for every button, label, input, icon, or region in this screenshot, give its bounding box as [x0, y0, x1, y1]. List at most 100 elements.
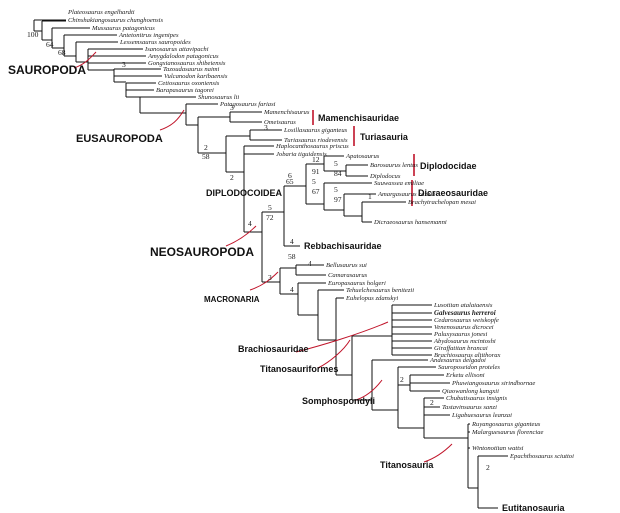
family-label-dicraeosauridae: Dicraeosauridae [418, 188, 488, 198]
support-value: 5 [334, 159, 338, 168]
support-value: 3 [264, 123, 268, 132]
taxon-label: Brachiosaurus altithorax [434, 352, 501, 359]
taxon-label: Ruyangosaurus giganteus [471, 421, 541, 428]
support-value: 5 [312, 177, 316, 186]
support-value: 3 [268, 273, 272, 282]
family-labels: Mamenchisauridae Turiasauria Diplodocida… [304, 113, 566, 513]
taxon-label: Amygdalodon patagonicus [147, 53, 219, 60]
taxon-label: Brachytrachelopan mesai [408, 199, 476, 206]
taxon-label: Chinshakiangosaurus chunghoensis [68, 17, 163, 24]
support-value: 4 [290, 237, 294, 246]
clade-label-neosauropoda: NEOSAUROPODA [150, 245, 254, 259]
family-label-diplodocidae: Diplodocidae [420, 161, 477, 171]
support-value: 91 [312, 167, 320, 176]
clade-label-brachiosauridae: Brachiosauridae [238, 344, 309, 354]
taxon-label: Camarasaurus [328, 272, 368, 279]
taxon-label: Cetiosaurus oxoniensis [158, 80, 220, 87]
taxon-label: Europasaurus holgeri [327, 280, 386, 287]
taxon-label: Antetonitrus ingenipes [118, 32, 179, 39]
support-value: 100 [27, 30, 39, 39]
taxon-label: Gongxianosaurus shibeiensis [148, 60, 226, 67]
taxon-label: Losillasaurus giganteus [283, 127, 348, 134]
taxon-label: Omeisaurus [264, 119, 296, 126]
clade-label-eusauropoda: EUSAUROPODA [76, 133, 163, 145]
taxon-label: Euhelopus zdanskyi [345, 295, 398, 302]
taxon-label: Tastavinsaurus sanzi [442, 404, 497, 411]
taxon-label: Mussaurus patagonicus [91, 25, 155, 32]
family-label-rebbachisauridae: Rebbachisauridae [304, 241, 382, 251]
taxon-label: Lessemsaurus sauropoides [119, 39, 191, 46]
taxon-label: Abydosaurus mcintoshi [433, 338, 496, 345]
taxon-label: Dicraeosaurus hansemanni [373, 219, 447, 226]
support-value: 4 [308, 259, 312, 268]
support-value: 2 [230, 173, 234, 182]
taxon-label: Barosaurus lentus [370, 162, 418, 169]
clade-label-titanosauria: Titanosauria [380, 460, 434, 470]
taxon-label: Turiasaurus riodevensis [284, 137, 348, 144]
support-value: 58 [288, 252, 296, 261]
clade-label-diplodocoidea: DIPLODOCOIDEA [206, 188, 283, 198]
family-label-turiasauria: Turiasauria [360, 132, 409, 142]
taxon-label: Malarguesaurus florenciae [471, 429, 544, 436]
support-value: 72 [266, 213, 274, 222]
taxon-label: Diplodocus [369, 173, 401, 180]
taxon-label: Sauroposeidon proteles [438, 364, 500, 371]
clade-label-somphospondyli: Somphospondyli [302, 396, 375, 406]
support-value: 58 [202, 152, 210, 161]
taxon-label: Cedarosaurus weiskopfe [434, 317, 499, 324]
clade-label-sauropoda: SAUROPODA [8, 63, 86, 77]
support-value: 2 [486, 463, 490, 472]
taxon-label: Plateosaurus engelhardti [67, 9, 135, 16]
taxon-label: Amargasaurus cazaui [377, 191, 436, 198]
taxon-label: Shunosaurus lii [198, 94, 239, 101]
taxon-label: Lusotitan atalaiaensis [433, 302, 493, 309]
taxon-label: Giraffatitan brancai [434, 345, 488, 352]
taxon-label: Paluxysaurus jonesi [433, 331, 487, 338]
clade-pointers [73, 51, 453, 463]
taxon-label: Tazoudasaurus naimi [163, 66, 220, 73]
taxon-label: Epachthosaurus sciuttoi [509, 453, 574, 460]
support-value: 6 [288, 171, 292, 180]
clade-label-macronaria: MACRONARIA [204, 295, 260, 304]
taxon-label: Apatosaurus [345, 153, 380, 160]
support-value: 2 [400, 375, 404, 384]
taxon-label: Bellusaurus sui [326, 262, 367, 269]
taxon-label: Chubutisaurus insignis [446, 395, 507, 402]
support-value: 1 [368, 192, 372, 201]
taxon-label: Wintonotitan wattsi [472, 445, 524, 452]
taxon-label: Barapasaurus tagorei [156, 87, 214, 94]
taxon-label: Qiaowanlong kangxii [442, 388, 499, 395]
support-value: 2 [204, 143, 208, 152]
taxon-label: Jobaria tiguidensis [276, 151, 327, 158]
taxon-label: Ligabuesaurus leanzai [451, 412, 512, 419]
taxon-label: Haplocanthosaurus priscus [275, 143, 349, 150]
support-value: 5 [268, 203, 272, 212]
taxon-label: Tehuelchesaurus benitezii [346, 287, 414, 294]
support-value: 84 [334, 169, 342, 178]
support-value: 4 [248, 219, 252, 228]
support-value: 12 [312, 155, 320, 164]
taxon-label: Erketu ellisoni [445, 372, 485, 379]
taxon-labels: Plateosaurus engelhardti Chinshakiangosa… [67, 9, 574, 460]
family-label-mamenchisauridae: Mamenchisauridae [318, 113, 399, 123]
support-value: 97 [334, 195, 342, 204]
taxon-label: Suuwassea emiliae [374, 180, 424, 187]
support-value: 65 [286, 177, 294, 186]
family-label-eutitanosauria: Eutitanosauria [502, 503, 566, 513]
taxon-label: Andesaurus delgadoi [429, 357, 486, 364]
taxon-label-highlighted: Galvesaurus herreroi [434, 309, 496, 317]
support-value: 68 [58, 48, 66, 57]
tree-branches [33, 19, 508, 509]
clade-labels: SAUROPODA EUSAUROPODA DIPLODOCOIDEA NEOS… [8, 63, 434, 470]
taxon-label: Isanosaurus attavipachi [144, 46, 209, 53]
support-value: 2 [430, 398, 434, 407]
taxon-label: Patagosaurus fariasi [219, 101, 276, 108]
taxon-label: Vulcanodon karibaensis [164, 73, 228, 80]
support-value: 3 [230, 103, 234, 112]
support-value: 5 [334, 185, 338, 194]
taxon-label: Phuwiangosaurus sirindhornae [451, 380, 535, 387]
taxon-label: Venenosaurus dicrocei [434, 324, 494, 331]
taxon-label: Mamenchisaurus [263, 109, 310, 116]
support-value: 3 [122, 60, 126, 69]
